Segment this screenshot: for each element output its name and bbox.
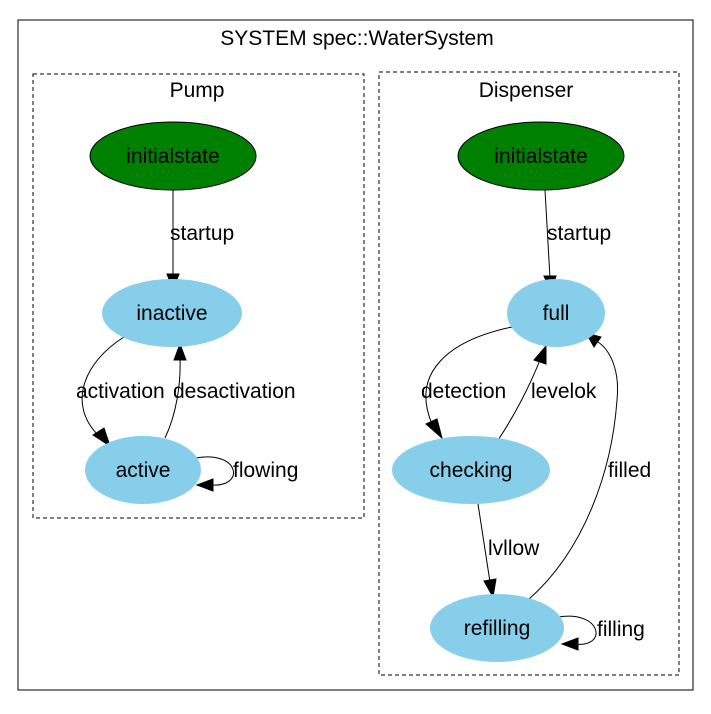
pump-cluster-title: Pump	[170, 79, 225, 102]
pump-edge-desactivation: desactivation	[164, 342, 296, 439]
system-title: SYSTEM spec::WaterSystem	[220, 27, 493, 50]
dispenser-edge-detection-line	[425, 326, 513, 425]
dispenser-node-initialstate-label: initialstate	[494, 145, 587, 168]
dispenser-cluster-frame	[378, 71, 680, 676]
dispenser-cluster-title: Dispenser	[479, 79, 574, 102]
pump-node-inactive-label: inactive	[136, 302, 207, 325]
dispenser-node-checking-label: checking	[430, 459, 513, 482]
pump-edge-desactivation-line	[164, 357, 181, 439]
pump-edge-activation-line	[81, 336, 125, 438]
dispenser-edge-lvllow-line	[477, 503, 491, 583]
dispenser-edge-detection-label: detection	[421, 380, 506, 403]
dispenser-node-full: full	[507, 279, 605, 347]
system-frame	[17, 19, 694, 691]
dispenser-edge-startup-line	[544, 189, 551, 279]
pump-edge-startup-label: startup	[170, 222, 234, 245]
dispenser-edge-filled: filled	[527, 332, 651, 601]
dispenser-edge-levelok-arrowhead	[533, 344, 547, 365]
pump-cluster-frame	[32, 73, 365, 519]
dispenser-edge-filled-line	[527, 341, 619, 601]
dispenser-edge-levelok-label: levelok	[531, 380, 597, 403]
dispenser-edge-filling: filling	[557, 615, 645, 651]
pump-edge-desactivation-label: desactivation	[173, 380, 296, 403]
dispenser-edge-levelok: levelok	[497, 344, 597, 441]
pump-edge-activation: activation	[76, 336, 165, 448]
dispenser-edge-filling-arrowhead	[560, 637, 579, 651]
pump-edge-flowing-arrowhead	[195, 478, 214, 492]
pump-edge-activation-arrowhead	[92, 427, 111, 448]
pump-edge-activation-label: activation	[76, 380, 165, 403]
dispenser-edge-detection: detection	[421, 326, 513, 440]
dispenser-edge-lvllow-label: lvllow	[488, 537, 540, 560]
dispenser-node-checking-shape	[392, 436, 550, 504]
dispenser-edge-filling-label: filling	[597, 618, 645, 641]
pump-node-active-shape	[85, 436, 201, 504]
dispenser-node-initialstate: initialstate	[457, 121, 625, 191]
dispenser-node-initialstate-shape	[457, 121, 625, 191]
pump-edge-desactivation-arrowhead	[173, 342, 187, 361]
pump-node-active: active	[85, 436, 201, 504]
dispenser-node-refilling-label: refilling	[464, 617, 531, 640]
dispenser-edge-lvllow: lvllow	[477, 503, 540, 599]
dispenser-node-refilling-shape	[430, 594, 564, 662]
dispenser-node-checking: checking	[392, 436, 550, 504]
pump-cluster: Pump startup activation desactivation fl…	[32, 73, 365, 519]
dispenser-edge-filled-label: filled	[608, 459, 651, 482]
dispenser-edge-startup-label: startup	[547, 222, 611, 245]
dispenser-edge-levelok-line	[497, 359, 541, 441]
dispenser-node-refilling: refilling	[430, 594, 564, 662]
pump-node-inactive: inactive	[102, 279, 242, 347]
pump-edge-flowing-label: flowing	[233, 459, 298, 482]
pump-node-active-label: active	[116, 459, 171, 482]
pump-node-inactive-shape	[102, 279, 242, 347]
pump-edge-flowing-line	[195, 456, 234, 486]
dispenser-node-full-shape	[507, 279, 605, 347]
dispenser-edge-filling-line	[557, 615, 597, 645]
dispenser-cluster: Dispenser startup detection levelok lvll…	[378, 71, 680, 676]
dispenser-edge-detection-arrowhead	[425, 418, 443, 440]
pump-node-initialstate: initialstate	[89, 121, 257, 191]
pump-node-initialstate-shape	[89, 121, 257, 191]
dispenser-node-full-label: full	[543, 302, 570, 325]
pump-edge-flowing: flowing	[195, 456, 298, 492]
pump-node-initialstate-label: initialstate	[126, 145, 219, 168]
dispenser-edge-lvllow-arrowhead	[483, 578, 497, 599]
